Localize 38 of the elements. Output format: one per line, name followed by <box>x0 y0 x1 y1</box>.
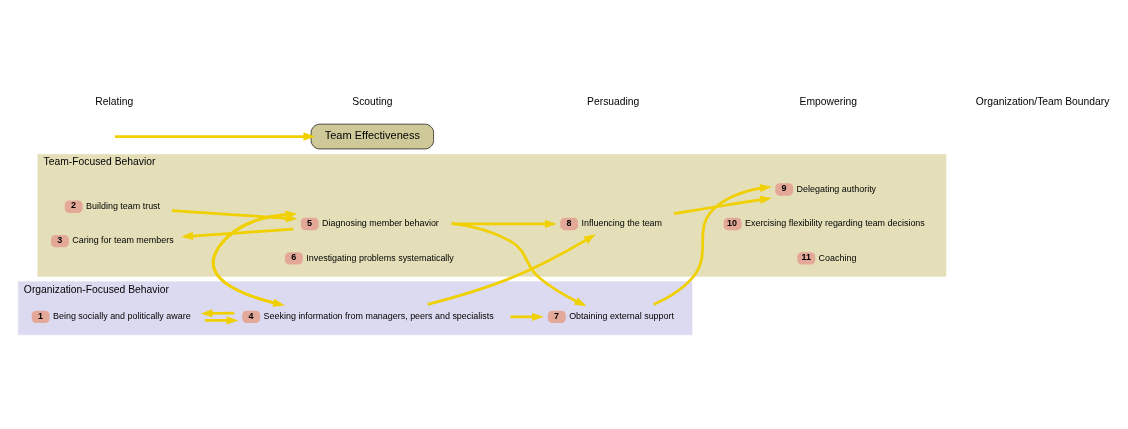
node-box: 7 <box>547 310 566 323</box>
node-label: Seeking information from managers, peers and specialists <box>263 310 494 321</box>
label: Relating <box>95 95 134 107</box>
arrow <box>204 315 239 325</box>
arrow <box>653 183 772 306</box>
label: Scouting <box>352 95 393 107</box>
node-label: Exercising flexibility regarding team decisions <box>744 217 925 228</box>
arrow <box>115 131 316 141</box>
arrow <box>200 308 235 317</box>
node-box: 3 <box>50 234 69 247</box>
arrow <box>451 219 557 228</box>
node-label: Influencing the team <box>581 217 663 228</box>
node-label: Diagnosing member behavior <box>322 217 439 228</box>
node-label: Caring for team members <box>72 234 174 245</box>
node-box: 2 <box>64 200 83 213</box>
node-box: 10 <box>723 217 742 230</box>
node-label: Delegating authority <box>796 183 877 194</box>
node-label: Building team trust <box>86 200 161 211</box>
arrow <box>181 227 294 240</box>
arrow <box>510 312 544 321</box>
node-box: 6 <box>284 251 303 265</box>
node-box: 1 <box>31 310 50 323</box>
node-box: 8 <box>560 217 579 230</box>
node-box: 11 <box>797 251 816 265</box>
arrow <box>673 195 772 215</box>
arrow <box>427 233 596 306</box>
label: Persuading <box>587 95 640 107</box>
label: Organization/Team Boundary <box>975 95 1110 107</box>
node-label: Obtaining external support <box>569 310 675 321</box>
node-box: 4 <box>242 310 261 323</box>
node-label: Investigating problems systematically <box>306 252 454 263</box>
node-label: Being socially and politically aware <box>53 310 191 321</box>
arrow <box>451 221 587 306</box>
node-box: 9 <box>775 182 794 196</box>
node-label: Coaching <box>818 252 857 263</box>
node-box: Team Effectiveness <box>310 123 434 149</box>
node-box: 5 <box>300 217 319 230</box>
label: Empowering <box>799 95 857 107</box>
